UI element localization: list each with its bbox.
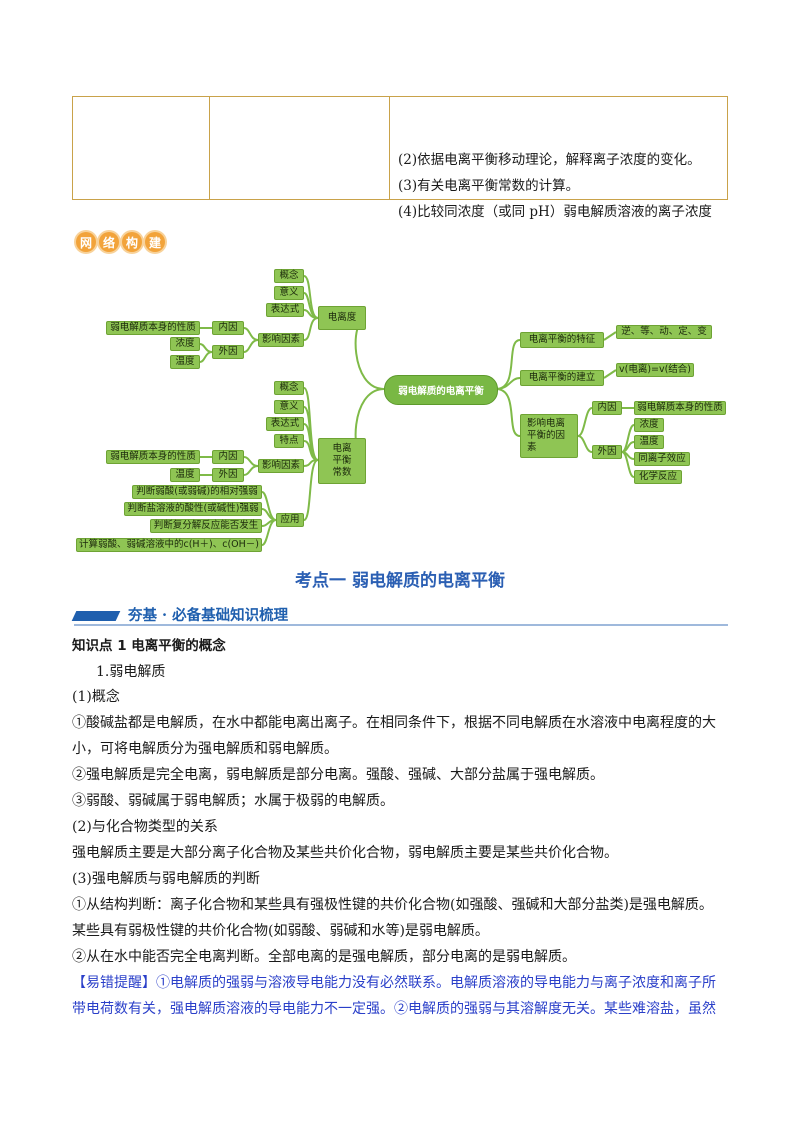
badge-char: 建 (145, 232, 165, 252)
node-chem-reaction: 化学反应 (634, 470, 682, 484)
node-feature-value: 逆、等、动、定、变 (616, 325, 712, 339)
node-temperature: 温度 (634, 435, 664, 449)
paragraph: 强电解质主要是大部分离子化合物及某些共价化合物，弱电解质主要是某些共价化合物。 (72, 845, 618, 861)
subheading: 1.弱电解质 (96, 664, 166, 680)
node-balance-build: 电离平衡的建立 (520, 370, 604, 386)
node-inner: 内因 (212, 450, 244, 464)
node-ionization-degree: 电离度 (318, 306, 366, 330)
node-expression: 表达式 (266, 303, 304, 317)
subheading: (3)强电解质与弱电解质的判断 (72, 871, 260, 887)
node-inner: 内因 (212, 321, 244, 335)
node-expression: 表达式 (266, 417, 304, 431)
node-constant: 电离 平衡 常数 (318, 438, 366, 484)
paragraph: ①酸碱盐都是电解质，在水中都能电离出离子。在相同条件下，根据不同电解质在水溶液中… (72, 715, 716, 731)
subheading: (2)与化合物类型的关系 (72, 819, 218, 835)
table-col-divider (209, 97, 210, 199)
knowledge-point-title: 知识点 1 电离平衡的概念 (72, 638, 226, 654)
node-factors: 影响因素 (258, 459, 304, 473)
node-feature: 特点 (274, 434, 304, 448)
node-factors: 影响因素 (258, 333, 304, 347)
node-application: 应用 (276, 513, 304, 527)
banner-bar (71, 611, 121, 621)
node-nature: 弱电解质本身的性质 (106, 450, 200, 464)
node-common-ion: 同离子效应 (634, 452, 690, 466)
knowledge-banner: 夯基 · 必备基础知识梳理 (71, 602, 728, 626)
node-outer: 外因 (592, 445, 622, 459)
subheading: (1)概念 (72, 689, 120, 705)
paragraph: 小，可将电解质分为强电解质和弱电解质。 (72, 741, 338, 757)
node-outer: 外因 (212, 345, 244, 359)
node-balance-feature: 电离平衡的特征 (520, 332, 604, 348)
table-line-4: (4)比较同浓度（或同 pH）弱电解质溶液的离子浓度 (398, 204, 712, 220)
badge-char: 构 (122, 232, 142, 252)
paragraph: ②强电解质是完全电离，弱电解质是部分电离。强酸、强碱、大部分盐属于强电解质。 (72, 767, 604, 783)
banner-line (74, 624, 728, 626)
node-balance-factors: 影响电离 平衡的因 素 (520, 414, 578, 458)
table-line-2: (2)依据电离平衡移动理论，解释离子浓度的变化。 (398, 152, 701, 168)
node-concept: 概念 (274, 381, 304, 395)
paragraph: ①从结构判断：离子化合物和某些具有强极性键的共价化合物(如强酸、强碱和大部分盐类… (72, 897, 713, 913)
node-temperature: 温度 (170, 468, 200, 482)
node-build-value: v(电离)=v(结合) (616, 363, 694, 377)
table-col-divider (389, 97, 390, 199)
paragraph: 某些具有弱极性键的共价化合物(如弱酸、弱碱和水等)是弱电解质。 (72, 923, 489, 939)
mindmap-center: 弱电解质的电离平衡 (384, 375, 498, 405)
paragraph: ③弱酸、弱碱属于弱电解质；水属于极弱的电解质。 (72, 793, 394, 809)
table-line-3: (3)有关电离平衡常数的计算。 (398, 178, 580, 194)
node-concept: 概念 (274, 269, 304, 283)
node-app-4: 计算弱酸、弱碱溶液中的c(H＋)、c(OH－) (76, 538, 262, 552)
node-inner: 内因 (592, 401, 622, 415)
node-concentration: 浓度 (170, 337, 200, 351)
node-app-2: 判断盐溶液的酸性(或碱性)强弱 (124, 502, 262, 516)
node-concentration: 浓度 (634, 418, 664, 432)
section-title: 考点一 弱电解质的电离平衡 (295, 571, 505, 591)
node-app-3: 判断复分解反应能否发生 (150, 519, 262, 533)
node-app-1: 判断弱酸(或弱碱)的相对强弱 (132, 485, 262, 499)
tip-paragraph: 带电荷数有关，强电解质溶液的导电能力不一定强。②电解质的强弱与其溶解度无关。某些… (72, 1001, 716, 1017)
badge-char: 络 (99, 232, 119, 252)
node-outer: 外因 (212, 468, 244, 482)
paragraph: ②从在水中能否完全电离判断。全部电离的是强电解质，部分电离的是弱电解质。 (72, 949, 576, 965)
mindmap-connectors (199, 275, 635, 546)
banner-text: 夯基 · 必备基础知识梳理 (128, 607, 289, 624)
node-nature: 弱电解质本身的性质 (634, 401, 726, 415)
node-meaning: 意义 (274, 400, 304, 414)
network-badge: 网 络 构 建 (76, 228, 170, 256)
requirements-table (72, 96, 728, 200)
badge-char: 网 (76, 232, 96, 252)
tip-paragraph: 【易错提醒】①电解质的强弱与溶液导电能力没有必然联系。电解质溶液的导电能力与离子… (72, 975, 716, 991)
node-meaning: 意义 (274, 286, 304, 300)
node-nature: 弱电解质本身的性质 (106, 321, 200, 335)
node-temperature: 温度 (170, 355, 200, 369)
